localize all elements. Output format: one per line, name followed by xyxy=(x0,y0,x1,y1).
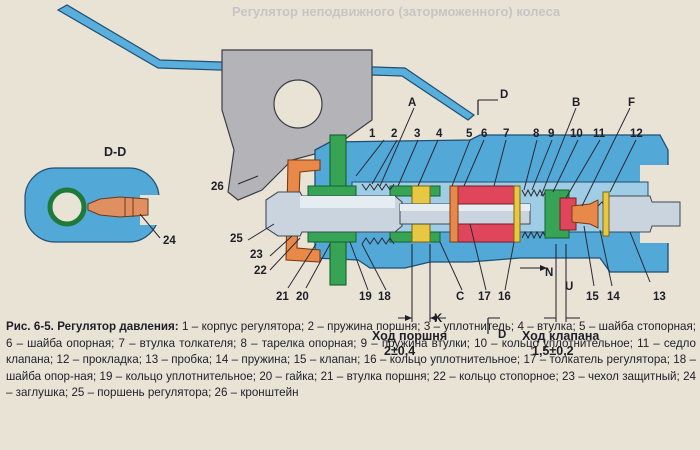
bracket-hole xyxy=(273,79,323,129)
section-label: D-D xyxy=(104,145,126,159)
label-13: 13 xyxy=(653,291,666,303)
label-D-bottom: D xyxy=(498,329,506,341)
label-K: K xyxy=(434,313,443,325)
valve-stroke-value: 1,5±0,2 xyxy=(532,344,574,358)
label-9: 9 xyxy=(548,128,554,140)
label-23: 23 xyxy=(250,249,263,261)
label-26: 26 xyxy=(211,181,224,193)
label-5: 5 xyxy=(466,128,473,140)
label-C: C xyxy=(456,291,464,303)
label-25: 25 xyxy=(230,233,243,245)
figure-caption: Рис. 6-5. Регулятор давления: 1 – корпус… xyxy=(6,319,696,402)
label-19: 19 xyxy=(359,291,372,303)
label-D-top: D xyxy=(500,89,508,101)
label-7: 7 xyxy=(503,128,509,140)
leader-lines xyxy=(139,107,651,291)
label-3: 3 xyxy=(414,128,420,140)
label-11: 11 xyxy=(593,128,606,140)
section-dd-ring xyxy=(47,187,87,227)
label-A: A xyxy=(408,97,416,109)
label-22: 22 xyxy=(254,265,267,277)
label-B: B xyxy=(572,97,580,109)
label-24: 24 xyxy=(163,235,176,247)
label-8: 8 xyxy=(533,128,540,140)
label-12: 12 xyxy=(630,128,643,140)
label-6: 6 xyxy=(481,128,487,140)
label-16: 16 xyxy=(498,291,511,303)
washer-5 xyxy=(449,185,459,243)
label-4: 4 xyxy=(436,128,443,140)
valve-15 xyxy=(571,199,599,229)
part-labels: 1 2 3 4 A 5 6 7 8 9 B 10 11 F 12 D 26 D-… xyxy=(104,89,666,341)
caption-title: Рис. 6-5. Регулятор давления: xyxy=(6,320,179,333)
label-10: 10 xyxy=(570,128,583,140)
label-18: 18 xyxy=(378,291,391,303)
label-14: 14 xyxy=(607,291,620,303)
gasket-12 xyxy=(602,191,610,237)
plug-24 xyxy=(87,196,149,218)
pusher-sleeve-7 xyxy=(457,185,515,205)
piston-stroke-value: 2±0,4 xyxy=(384,344,415,358)
label-15: 15 xyxy=(586,291,599,303)
piston-stroke-title: Ход поршня xyxy=(372,329,447,343)
caption-body: 1 – корпус регулятора; 2 – пружина поршн… xyxy=(6,320,696,399)
spring-2 xyxy=(361,183,395,191)
label-20: 20 xyxy=(296,291,309,303)
label-17: 17 xyxy=(478,291,491,303)
plug-13 xyxy=(607,195,681,233)
label-1: 1 xyxy=(369,128,376,140)
washer-6 xyxy=(513,185,521,243)
valve-stroke-title: Ход клапана xyxy=(522,329,600,343)
label-U: U xyxy=(565,281,573,293)
label-F: F xyxy=(628,97,635,109)
caption-text: Рис. 6-5. Регулятор давления: 1 – корпус… xyxy=(6,319,696,402)
faded-header: Регулятор неподвижного (заторможенного) … xyxy=(232,4,561,19)
label-21: 21 xyxy=(276,291,289,303)
label-N: N xyxy=(545,267,553,279)
label-2: 2 xyxy=(391,128,397,140)
